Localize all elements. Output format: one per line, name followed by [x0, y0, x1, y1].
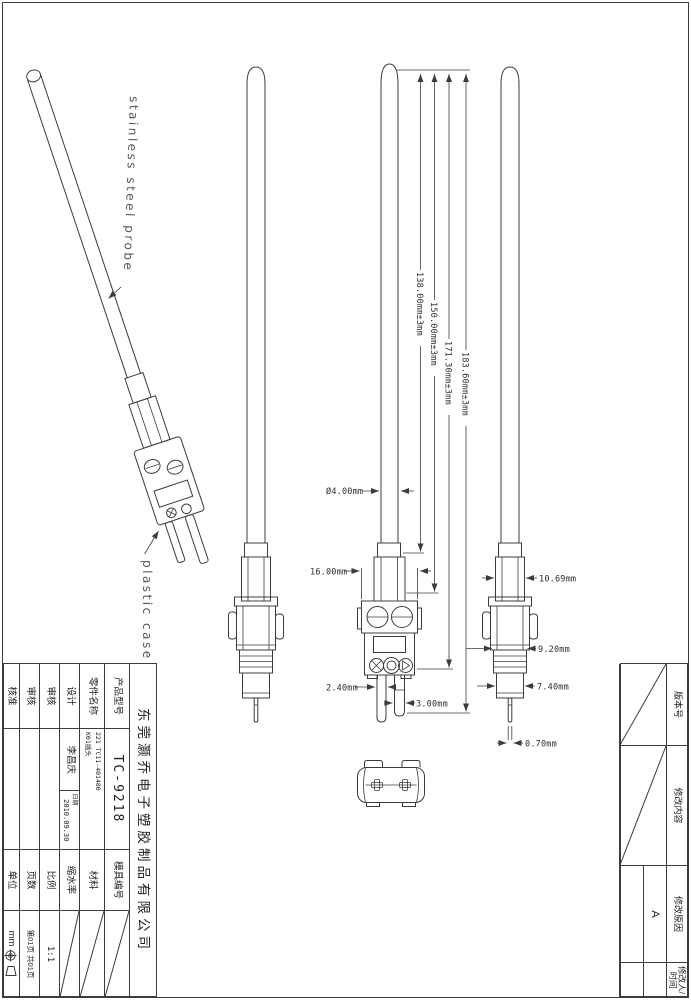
empty-slash	[620, 664, 666, 745]
date-label: 日期	[71, 793, 78, 806]
dim-side-pin-width: 0.70mm	[525, 740, 557, 750]
label-window	[373, 636, 406, 653]
side-view-right	[482, 66, 538, 723]
pages-value: 第01页 共01页	[19, 911, 39, 998]
shrinkage-label: 缩水率	[59, 850, 79, 911]
design-value: 李昌庆 日期 2010.09.30	[59, 729, 79, 850]
dim-length-138: 138.00mm±3mm	[414, 272, 424, 336]
top-view	[357, 760, 425, 807]
empty-slash	[60, 911, 79, 997]
revision-content-label: 修改内容	[666, 746, 687, 866]
title-block: 东莞灏乔电子塑胶制品有限公司 产品型号 TC-9218 模具编号 零件名称 22…	[2, 663, 157, 998]
connector-body	[490, 605, 530, 651]
date-value: 2010.09.30	[62, 799, 71, 842]
scale-label: 比例	[39, 850, 59, 911]
dim-side-hex-width: 10.69mm	[539, 575, 576, 585]
material-value	[79, 911, 104, 998]
approve-value	[2, 729, 19, 850]
flat-pin-left	[376, 675, 387, 723]
designer-name: 李昌庆	[64, 745, 76, 774]
dimensions: 138.00mm±3mm 150.00mm±3mm 171.30mm±3mm 1…	[310, 69, 576, 750]
projection-target-icon	[4, 949, 18, 962]
dim-pin-left-width: 2.40mm	[326, 684, 358, 694]
unit-value: mm	[2, 911, 19, 998]
review1-value	[39, 729, 59, 850]
part-name-value: 221 TC11-401480 K01插头	[79, 729, 104, 850]
empty-slash	[620, 746, 666, 865]
front-view	[357, 63, 422, 723]
pages-label: 页数	[19, 850, 39, 911]
dim-length-150: 150.00mm±3mm	[428, 302, 438, 366]
revision-modifier-value	[643, 963, 666, 998]
cross-screw-left	[371, 782, 383, 788]
product-model-value: TC-9218	[104, 729, 129, 850]
company-name: 东莞灏乔电子塑胶制品有限公司	[129, 664, 156, 998]
material-label: 材料	[79, 850, 104, 911]
empty-slash	[80, 911, 104, 997]
side-view-left	[228, 66, 284, 723]
revision-block: 版本号 修改内容 修改原因 修改人/时间 A	[619, 663, 688, 998]
dim-probe-diameter: Ø4.00mm	[326, 486, 363, 497]
part-name-label: 零件名称	[79, 664, 104, 729]
modifier-empty-cell	[619, 963, 643, 998]
product-model-label: 产品型号	[104, 664, 129, 729]
design-label: 设计	[59, 664, 79, 729]
empty-slash	[105, 911, 129, 997]
isometric-view: stainless steel probe plastic case	[26, 69, 209, 661]
approve-label: 核准	[2, 664, 19, 729]
version-label: 版本号	[666, 664, 687, 746]
probe-tube	[380, 63, 399, 543]
revision-reason-value	[619, 746, 666, 866]
review2-label: 审核	[19, 664, 39, 729]
dim-length-171: 171.30mm±3mm	[443, 341, 453, 405]
connector-body	[236, 605, 276, 651]
projection-cone-icon	[5, 966, 17, 977]
dim-connector-width: 16.00mm	[310, 568, 347, 578]
dim-length-183: 183.60mm±3mm	[460, 352, 470, 416]
case-material-label: plastic case	[140, 560, 154, 661]
revision-reason-label: 修改原因	[666, 866, 687, 963]
connector-pin	[253, 697, 259, 723]
dim-side-block-width: 7.40mm	[537, 683, 569, 693]
cross-screw-right	[399, 782, 411, 788]
review2-value	[19, 729, 39, 850]
connector-pin	[507, 697, 513, 723]
version-empty-cell	[619, 866, 643, 963]
revision-modifier-label: 修改人/时间	[666, 963, 687, 998]
shrinkage-value	[59, 911, 79, 998]
review1-label: 审核	[39, 664, 59, 729]
mold-no-label: 模具编号	[104, 850, 129, 911]
flat-pin-right	[394, 675, 405, 717]
probe-tube	[500, 66, 520, 543]
scale-value: 1:1	[39, 911, 59, 998]
revision-content-value	[619, 664, 666, 746]
probe-tube	[246, 66, 266, 543]
mold-no-value	[104, 911, 129, 998]
case-label-leader	[144, 530, 159, 555]
probe-material-label: stainless steel probe	[121, 96, 141, 273]
date-cell: 日期 2010.09.30	[60, 790, 79, 849]
dim-pin-right-width: 3.00mm	[416, 700, 448, 710]
unit-label: 单位	[2, 850, 19, 911]
probe-label-leader	[108, 286, 122, 299]
version-value: A	[643, 866, 666, 963]
dim-side-ring-width: 9.20mm	[538, 645, 570, 655]
